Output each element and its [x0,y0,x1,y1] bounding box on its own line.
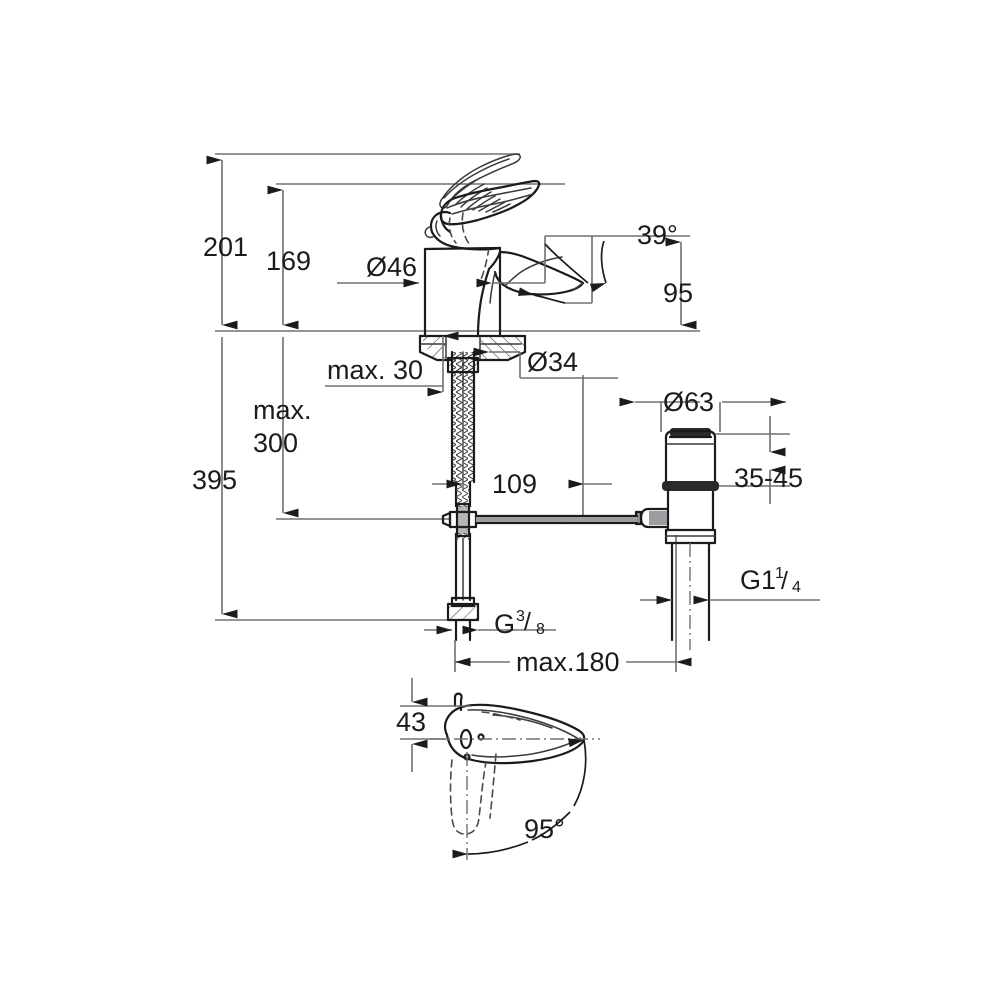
label-169: 169 [266,246,311,276]
label-g38-slash: / [524,608,531,636]
faucet-aerator [476,267,496,338]
dimension-max-30: max. 30 [325,331,459,397]
faucet-body-column [423,246,502,338]
label-43: 43 [396,707,426,737]
label-g38-numerator: 3 [516,608,525,625]
dimension-95: 95 [663,237,697,330]
label-g114-numerator: 1 [775,565,784,582]
dimension-angle-39: 39° [544,220,690,293]
dimension-diameter-34: Ø34 [473,347,618,379]
faucet-flex-hose [454,480,472,602]
dimension-angle-95: 95° [452,738,587,859]
dimension-diameter-63: Ø63 [619,387,786,432]
faucet-supply-connector [446,596,480,642]
dimension-43: 43 [396,678,470,772]
label-max-300-line1: max. [253,395,312,425]
label-g114-main: G1 [740,565,776,595]
label-diameter-34: Ø34 [527,347,578,377]
label-waste-thread: G1 1 / 4 [640,565,820,605]
dimension-109: 109 [432,375,612,520]
label-35-45: 35-45 [734,463,803,493]
label-supply-thread: G 3 / 8 [424,608,556,639]
handle-detail-view [430,692,600,860]
label-g114-slash: / [781,567,788,595]
dimension-diameter-46: Ø46 [337,252,419,288]
faucet-spout [487,250,585,296]
waste-body [563,428,719,650]
label-max-30: max. 30 [327,355,423,385]
dimension-max-180: max.180 [454,535,692,677]
label-109: 109 [492,469,537,499]
label-max-300-line2: 300 [253,428,298,458]
dimension-35-45: 35-45 [715,416,803,504]
label-g38-main: G [494,609,515,639]
label-g38-denominator: 8 [536,621,545,638]
label-angle-95: 95° [524,814,565,844]
label-g114-denominator: 4 [792,579,801,596]
label-diameter-46: Ø46 [366,252,417,282]
faucet-hose-connector [441,502,567,538]
label-diameter-63: Ø63 [663,387,714,417]
leader-spout-inner [476,236,546,288]
label-395: 395 [192,465,237,495]
faucet-lever [439,179,541,234]
faucet-cartridge-hidden [448,212,490,280]
label-angle-39: 39° [637,220,678,250]
faucet-lever-raised-ghost [439,153,521,213]
label-max-180: max.180 [516,647,620,677]
label-201: 201 [203,232,248,262]
label-95: 95 [663,278,693,308]
